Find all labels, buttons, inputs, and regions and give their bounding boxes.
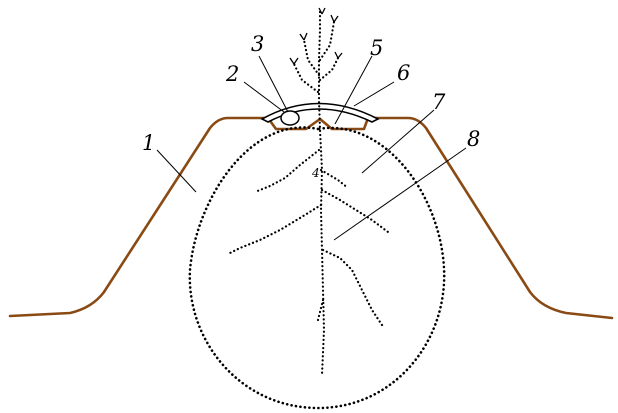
root-lower-left: [316, 298, 325, 322]
leader-3: [258, 55, 289, 113]
leader-1: [156, 149, 197, 193]
soil-ridge-profile: [8, 116, 614, 320]
leader-7: [361, 109, 435, 174]
shoot-branch-left-2: [292, 62, 320, 94]
callout-2: 2: [225, 62, 239, 86]
leader-8: [333, 147, 467, 241]
root-mid-right: [320, 188, 390, 234]
leaf-sprigs: [289, 7, 343, 65]
main-stem: [317, 10, 326, 377]
root-zone-outline: [188, 126, 446, 410]
leader-6: [353, 81, 395, 107]
root-lower-right: [321, 248, 384, 327]
callout-6: 6: [397, 61, 410, 85]
seed-tuber: [280, 110, 300, 126]
root-upper-right: [319, 168, 350, 190]
leader-2: [243, 81, 285, 113]
leader-5: [334, 55, 373, 125]
callout-1: 1: [142, 131, 155, 155]
callout-5: 5: [370, 36, 383, 60]
shoot-branch-right-2: [318, 56, 340, 82]
callout-8: 8: [467, 127, 480, 151]
callout-7: 7: [432, 90, 446, 114]
shoot-branch-left: [302, 38, 321, 77]
root-upper-left: [253, 148, 321, 194]
root-mid-left: [226, 203, 323, 256]
callout-4: 4: [311, 166, 320, 180]
callout-3: 3: [251, 32, 264, 56]
shoot-branch-right: [318, 20, 336, 62]
